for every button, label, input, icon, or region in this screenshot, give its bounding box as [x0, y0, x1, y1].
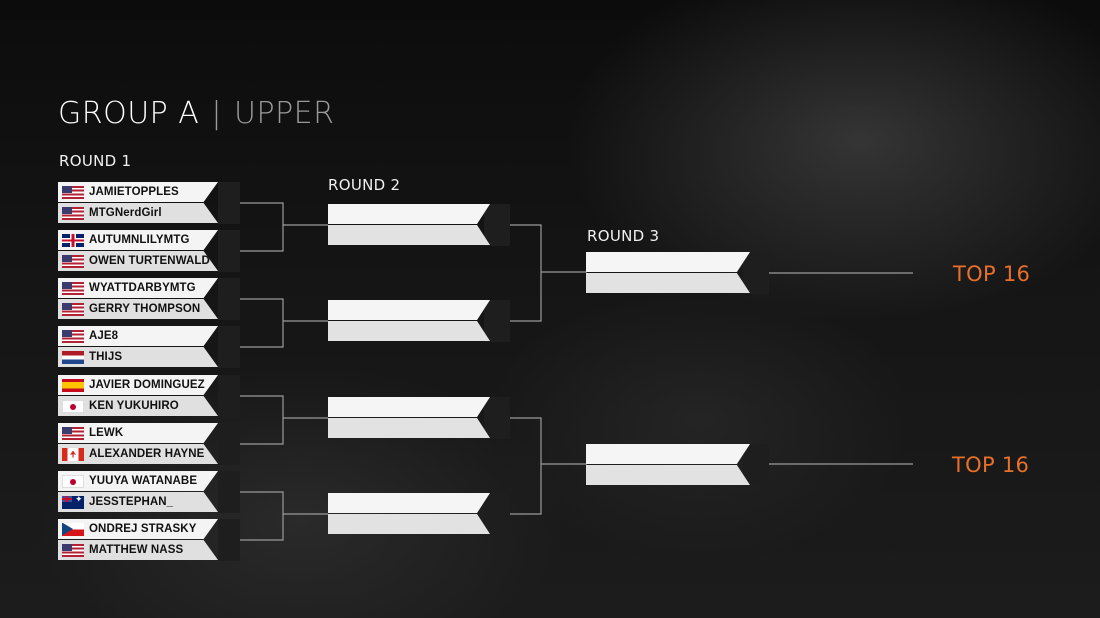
match-r1-6[interactable]: LEWK ALEXANDER HAYNE — [58, 423, 240, 465]
top16-label: TOP 16 — [953, 262, 1031, 286]
player-name: JAVIER DOMINGUEZ — [89, 379, 205, 391]
player-name: AUTUMNLILYMTG — [89, 234, 190, 246]
empty-slot[interactable] — [328, 321, 490, 341]
us-flag-icon — [62, 185, 84, 199]
bracket-name: UPPER — [234, 96, 335, 131]
player-name: OWEN TURTENWALD — [89, 255, 210, 267]
match-r2-3[interactable] — [328, 397, 510, 439]
player-name: LEWK — [89, 427, 124, 439]
player-slot[interactable]: WYATTDARBYMTG — [58, 278, 218, 298]
nl-flag-icon — [62, 350, 84, 364]
us-flag-icon — [62, 281, 84, 295]
empty-slot[interactable] — [328, 514, 490, 534]
empty-slot[interactable] — [586, 444, 750, 464]
uk-flag-icon — [62, 233, 84, 247]
player-name: MATTHEW NASS — [89, 544, 184, 556]
jp-flag-icon — [62, 474, 84, 488]
us-flag-icon — [62, 426, 84, 440]
player-name: JESSTEPHAN_ — [89, 496, 174, 508]
player-slot[interactable]: JESSTEPHAN_ — [58, 492, 218, 512]
player-name: GERRY THOMPSON — [89, 303, 201, 315]
player-slot[interactable]: OWEN TURTENWALD — [58, 251, 218, 271]
player-name: ALEXANDER HAYNE — [89, 448, 205, 460]
match-r1-5[interactable]: JAVIER DOMINGUEZ KEN YUKUHIRO — [58, 375, 240, 417]
empty-slot[interactable] — [328, 397, 490, 417]
match-r2-2[interactable] — [328, 300, 510, 342]
player-slot[interactable]: ONDREJ STRASKY — [58, 519, 218, 539]
player-slot[interactable]: LEWK — [58, 423, 218, 443]
player-slot[interactable]: AJE8 — [58, 326, 218, 346]
player-slot[interactable]: KEN YUKUHIRO — [58, 396, 218, 416]
player-name: JAMIETOPPLES — [89, 186, 179, 198]
player-slot[interactable]: YUUYA WATANABE — [58, 471, 218, 491]
round-3-label: ROUND 3 — [587, 227, 660, 245]
jp-flag-icon — [62, 399, 84, 413]
group-name: GROUP A — [58, 96, 200, 131]
empty-slot[interactable] — [586, 252, 750, 272]
top16-label: TOP 16 — [952, 453, 1030, 477]
us-flag-icon — [62, 543, 84, 557]
player-slot[interactable]: JAVIER DOMINGUEZ — [58, 375, 218, 395]
cz-flag-icon — [62, 522, 84, 536]
player-slot[interactable]: MATTHEW NASS — [58, 540, 218, 560]
player-name: AJE8 — [89, 330, 119, 342]
page-title: GROUP A | UPPER — [58, 96, 334, 131]
player-slot[interactable]: MTGNerdGirl — [58, 203, 218, 223]
player-slot[interactable]: GERRY THOMPSON — [58, 299, 218, 319]
empty-slot[interactable] — [586, 273, 750, 293]
player-slot[interactable]: JAMIETOPPLES — [58, 182, 218, 202]
player-name: THIJS — [89, 351, 123, 363]
player-name: KEN YUKUHIRO — [89, 400, 179, 412]
match-r1-8[interactable]: ONDREJ STRASKY MATTHEW NASS — [58, 519, 240, 561]
player-slot[interactable]: ALEXANDER HAYNE — [58, 444, 218, 464]
player-slot[interactable]: THIJS — [58, 347, 218, 367]
match-r3-2[interactable] — [586, 444, 769, 486]
us-flag-icon — [62, 329, 84, 343]
empty-slot[interactable] — [328, 300, 490, 320]
us-flag-icon — [62, 206, 84, 220]
title-separator: | — [211, 96, 222, 131]
match-r2-1[interactable] — [328, 204, 510, 246]
player-name: WYATTDARBYMTG — [89, 282, 196, 294]
au-flag-icon — [62, 495, 84, 509]
es-flag-icon — [62, 378, 84, 392]
player-name: MTGNerdGirl — [89, 207, 162, 219]
round-1-label: ROUND 1 — [59, 152, 132, 170]
player-name: ONDREJ STRASKY — [89, 523, 197, 535]
empty-slot[interactable] — [328, 418, 490, 438]
match-r1-7[interactable]: YUUYA WATANABE JESSTEPHAN_ — [58, 471, 240, 513]
match-r1-2[interactable]: AUTUMNLILYMTG OWEN TURTENWALD — [58, 230, 240, 272]
empty-slot[interactable] — [328, 204, 490, 224]
match-r1-1[interactable]: JAMIETOPPLES MTGNerdGirl — [58, 182, 240, 224]
empty-slot[interactable] — [328, 493, 490, 513]
match-r1-3[interactable]: WYATTDARBYMTG GERRY THOMPSON — [58, 278, 240, 320]
player-slot[interactable]: AUTUMNLILYMTG — [58, 230, 218, 250]
match-r3-1[interactable] — [586, 252, 769, 294]
us-flag-icon — [62, 254, 84, 268]
ca-flag-icon — [62, 447, 84, 461]
player-name: YUUYA WATANABE — [89, 475, 198, 487]
match-r1-4[interactable]: AJE8 THIJS — [58, 326, 240, 368]
match-r2-4[interactable] — [328, 493, 510, 535]
round-2-label: ROUND 2 — [328, 176, 401, 194]
empty-slot[interactable] — [586, 465, 750, 485]
us-flag-icon — [62, 302, 84, 316]
empty-slot[interactable] — [328, 225, 490, 245]
